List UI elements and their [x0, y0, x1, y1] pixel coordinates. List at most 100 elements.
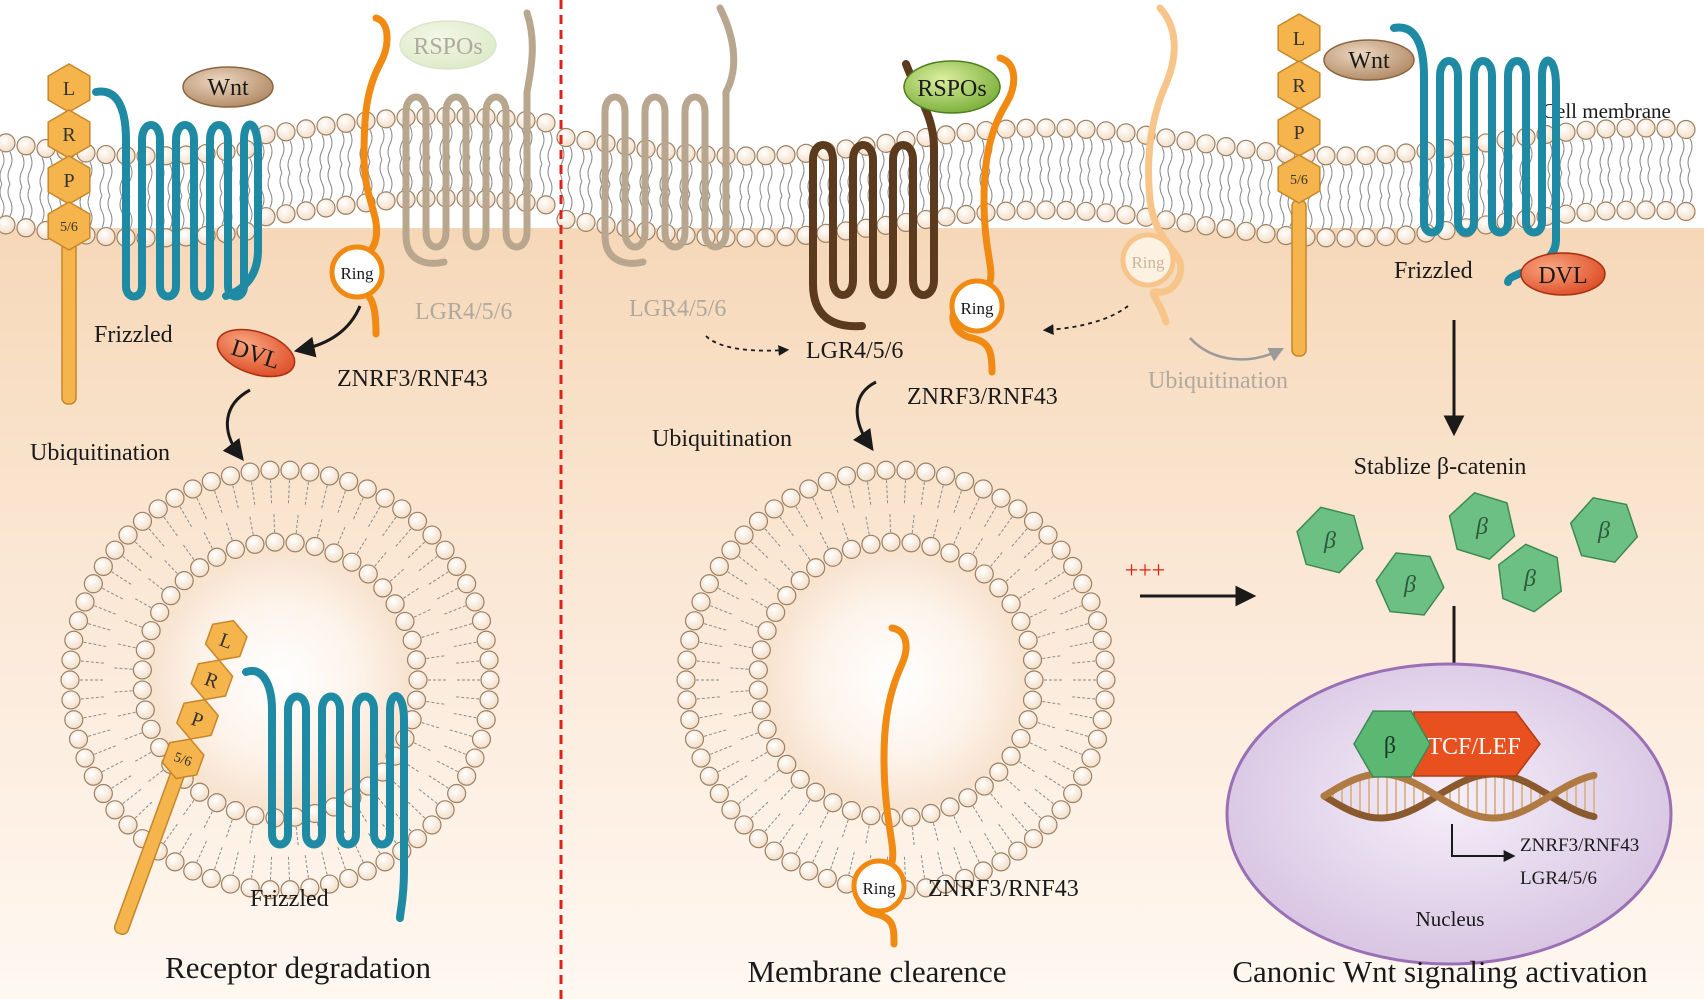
dvl-right: DVL: [1520, 252, 1606, 296]
lipid-head: [476, 630, 496, 650]
lipid-head: [132, 660, 152, 680]
lipid-head: [60, 670, 80, 690]
lipid-head: [921, 536, 941, 557]
lipid-head: [536, 113, 556, 133]
lipid-head: [68, 729, 89, 749]
lipid-head: [921, 803, 941, 824]
lipid-head: [245, 534, 265, 554]
lipid-head: [1051, 800, 1071, 820]
lipid-head: [958, 788, 978, 808]
ring-label-middle: Ring: [960, 299, 994, 318]
lipid-head: [96, 226, 116, 247]
lipid-head: [958, 552, 978, 572]
lipid-head: [61, 650, 81, 670]
lipid-head: [680, 710, 700, 730]
lipid-head: [680, 630, 700, 650]
lipid-head: [916, 878, 936, 898]
frizzled-receptor-vesicle: [242, 666, 408, 922]
beta-label: β: [1475, 514, 1488, 540]
lipid-head: [1056, 200, 1076, 220]
lipid-head: [1008, 499, 1028, 519]
lipid-head: [861, 806, 881, 826]
lipid-head: [676, 670, 696, 690]
lipid-head: [956, 204, 976, 225]
arrow-ubiquitination-left: [222, 388, 251, 461]
lipid-head: [876, 460, 896, 480]
lipid-head: [225, 801, 246, 821]
lipid-head: [447, 556, 467, 577]
lipid-head: [790, 769, 810, 789]
lipid-head: [1023, 511, 1044, 531]
lgr-label-middle: LGR4/5/6: [806, 338, 903, 364]
ubiquitination-label-faded: Ubiquitination: [1148, 368, 1288, 394]
lipid-head: [342, 552, 362, 572]
lipid-head: [465, 592, 485, 612]
wnt-label-right: Wnt: [1348, 48, 1390, 74]
lipid-head: [471, 729, 492, 749]
lipid-head: [16, 218, 36, 238]
lipid-head: [940, 543, 960, 563]
znrf3-receptor-vesicle: [854, 624, 910, 948]
lipid-head: [1011, 611, 1031, 632]
lipid-head: [1236, 139, 1256, 159]
lipid-head: [161, 586, 181, 606]
lipid-head: [1024, 670, 1044, 690]
lipid-head: [764, 841, 784, 861]
lipid-head: [721, 800, 741, 820]
lipid-head: [406, 690, 427, 710]
lrp-domain-label: R: [62, 124, 76, 146]
lipid-head: [457, 766, 477, 786]
lrp-domain-label: P: [63, 170, 74, 192]
lipid-head: [16, 136, 36, 156]
lipid-head: [1656, 118, 1676, 139]
lipid-head: [480, 670, 500, 690]
lipid-head: [751, 700, 771, 720]
lipid-head: [1596, 119, 1616, 139]
lipid-head: [1616, 118, 1636, 138]
lipid-head: [1023, 829, 1044, 849]
lipid-head: [876, 133, 896, 153]
lipid-head: [135, 640, 155, 660]
lipid-head: [276, 122, 296, 142]
lipid-head: [407, 511, 428, 531]
dna-helix: [1320, 770, 1598, 822]
lipid-head: [935, 874, 956, 894]
lipid-head: [677, 690, 697, 710]
lipid-head: [1596, 201, 1616, 221]
lipid-head: [276, 204, 296, 224]
lipid-head: [1376, 226, 1396, 247]
lgr-receptor-middle-active: [809, 60, 938, 331]
znrf3-label-left: ZNRF3/RNF43: [337, 366, 488, 392]
dvl-label-right: DVL: [1538, 263, 1587, 289]
lipid-head: [781, 852, 801, 872]
lipid-head: [1051, 540, 1071, 560]
lipid-head: [1216, 137, 1236, 157]
lipid-head: [974, 776, 994, 796]
lipid-head: [1087, 611, 1108, 631]
lrp-domain-label: P: [1293, 122, 1304, 144]
lipid-head: [118, 815, 138, 835]
znrf3-receptor-middle: [949, 54, 1018, 376]
lipid-head: [0, 133, 16, 153]
lipid-head: [385, 594, 405, 614]
nucleus: [1225, 662, 1673, 966]
lipid-head: [402, 630, 422, 650]
panel-title-left: Receptor degradation: [165, 950, 431, 985]
lipid-head: [376, 191, 396, 211]
lipid-head: [823, 793, 843, 813]
lipid-head: [1316, 146, 1336, 166]
lipid-head: [699, 574, 719, 594]
arrow-znrf3-to-dvl: [293, 305, 362, 358]
lipid-head: [751, 640, 771, 660]
lipid-head: [940, 797, 960, 817]
znrf3-label-vesicle: ZNRF3/RNF43: [928, 876, 1079, 902]
dna-strand: [1320, 770, 1598, 822]
lipid-head: [422, 815, 442, 835]
lipid-head: [148, 499, 168, 519]
lipid-head: [190, 558, 210, 578]
lipid-head: [989, 762, 1009, 782]
lipid-head: [734, 815, 754, 835]
